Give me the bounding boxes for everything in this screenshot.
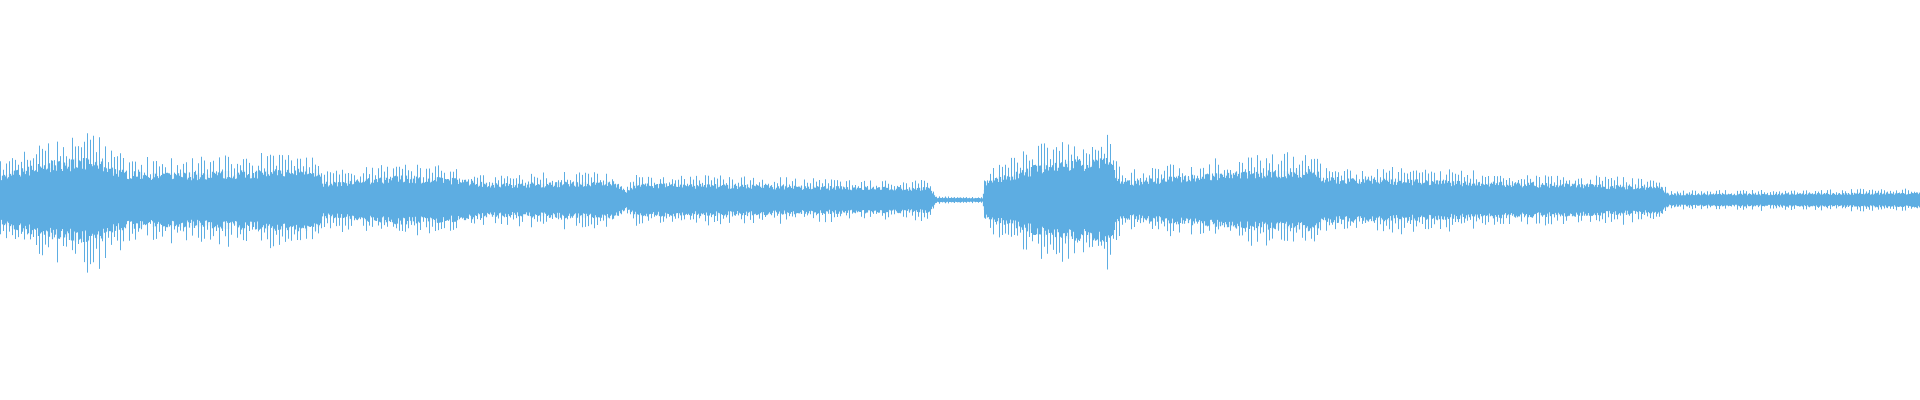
waveform-peaks	[0, 133, 1918, 273]
